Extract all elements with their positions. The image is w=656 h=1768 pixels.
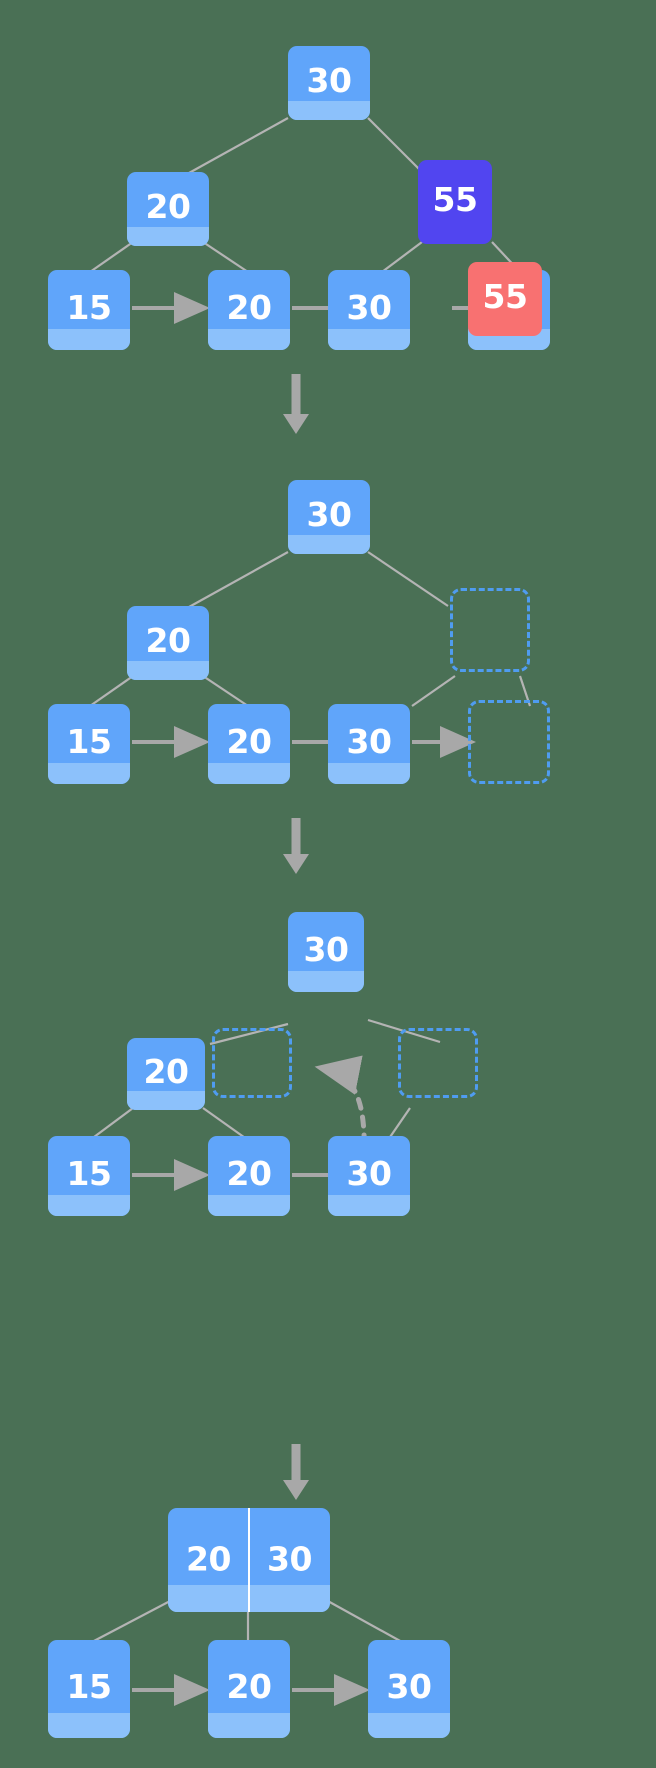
node-cell-right: 30 (267, 1538, 312, 1578)
stage3-internal-ghost-slot-right (398, 1028, 478, 1098)
stage1-leaf-20[interactable]: 20 (208, 270, 290, 350)
stage2-root-node[interactable]: 30 (288, 480, 370, 554)
node-value: 30 (346, 721, 392, 761)
stage2-internal-node-20[interactable]: 20 (127, 606, 209, 680)
stage2-leaf-30[interactable]: 30 (328, 704, 410, 784)
stage3-leaf-15[interactable]: 15 (48, 1136, 130, 1216)
stage3-internal-ghost-slot-left (212, 1028, 292, 1098)
node-value: 55 (432, 179, 478, 219)
node-value: 20 (226, 1666, 272, 1706)
node-value: 20 (143, 1051, 189, 1091)
node-value: 30 (306, 60, 352, 100)
stage1-internal-node-20[interactable]: 20 (127, 172, 209, 246)
step-arrow-3-to-4 (283, 1444, 309, 1500)
cell-divider (248, 1508, 250, 1612)
stage3-leaf-20[interactable]: 20 (208, 1136, 290, 1216)
stage4-leaf-20[interactable]: 20 (208, 1640, 290, 1738)
node-cell-left: 20 (186, 1538, 231, 1578)
node-value: 15 (66, 1666, 112, 1706)
step-arrow-2-to-3 (283, 818, 309, 874)
stage1-leaf-15[interactable]: 15 (48, 270, 130, 350)
stage1-internal-node-55-highlighted[interactable]: 55 (418, 160, 492, 244)
stage2-leaf-ghost-slot (468, 700, 550, 784)
node-value: 15 (66, 1153, 112, 1193)
stage4-root-node-merged[interactable]: 20 30 (168, 1508, 330, 1612)
stage4-leaf-30[interactable]: 30 (368, 1640, 450, 1738)
node-value: 55 (482, 276, 528, 316)
node-value: 15 (66, 287, 112, 327)
node-value: 30 (386, 1666, 432, 1706)
stage1-root-node[interactable]: 30 (288, 46, 370, 120)
node-value: 20 (145, 186, 191, 226)
stage4-leaf-15[interactable]: 15 (48, 1640, 130, 1738)
stage2-internal-ghost-slot (450, 588, 530, 672)
node-value: 20 (226, 1153, 272, 1193)
step-arrow-1-to-2 (283, 374, 309, 434)
stage2-leaf-20[interactable]: 20 (208, 704, 290, 784)
node-value: 30 (346, 287, 392, 327)
stage3-leaf-30[interactable]: 30 (328, 1136, 410, 1216)
node-value: 20 (145, 620, 191, 660)
stage1-leaf-55-highlighted[interactable]: 55 (468, 262, 542, 336)
stage2-leaf-15[interactable]: 15 (48, 704, 130, 784)
stage3-internal-node-20[interactable]: 20 (127, 1038, 205, 1110)
node-value: 30 (303, 929, 349, 969)
stage1-leaf-30[interactable]: 30 (328, 270, 410, 350)
node-value: 20 (226, 721, 272, 761)
node-value: 30 (306, 494, 352, 534)
node-value: 30 (346, 1153, 392, 1193)
node-value: 20 (226, 287, 272, 327)
stage3-root-node[interactable]: 30 (288, 912, 364, 992)
node-value: 15 (66, 721, 112, 761)
